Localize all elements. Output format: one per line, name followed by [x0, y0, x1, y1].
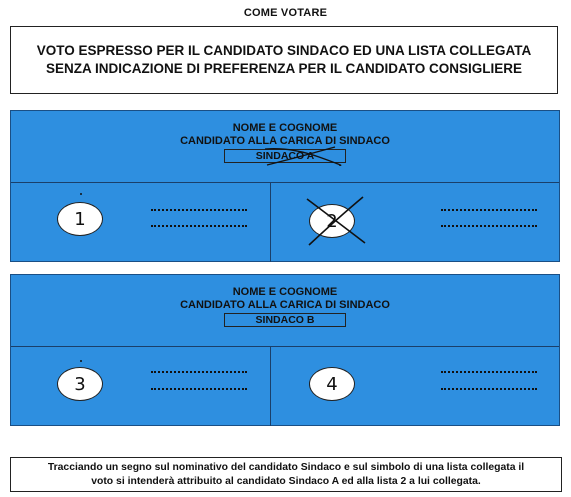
- preference-line: [441, 371, 537, 373]
- preference-line: [151, 371, 247, 373]
- candidate-name: SINDACO B: [255, 314, 315, 326]
- instruction-box: Tracciando un segno sul nominativo del c…: [10, 457, 562, 492]
- name-label: NOME E COGNOME: [232, 286, 338, 298]
- preference-line: [441, 209, 537, 211]
- dot-mark: [80, 360, 82, 362]
- list-number: 1: [74, 208, 86, 230]
- title-line-1: VOTO ESPRESSO PER IL CANDIDATO SINDACO E…: [36, 43, 532, 58]
- instruction-line-1: Tracciando un segno sul nominativo del c…: [47, 462, 525, 473]
- panel-divider-horizontal: [11, 346, 559, 347]
- list-number: 4: [326, 373, 338, 395]
- page-heading: COME VOTARE: [243, 7, 328, 19]
- panel-divider-horizontal: [11, 182, 559, 183]
- preference-line: [151, 388, 247, 390]
- panel-divider-vertical: [270, 346, 271, 426]
- preference-line: [151, 225, 247, 227]
- instruction-line-2: voto si intenderà attribuito al candidat…: [91, 476, 481, 487]
- list-cross-mark: [306, 196, 366, 246]
- panel-header: NOME E COGNOME CANDIDATO ALLA CARICA DI …: [11, 286, 559, 327]
- panel-divider-vertical: [270, 182, 271, 262]
- list-symbol-4[interactable]: 4: [309, 367, 355, 401]
- list-symbol-3[interactable]: 3: [57, 367, 103, 401]
- ballot-panel-sindaco-b: NOME E COGNOME CANDIDATO ALLA CARICA DI …: [10, 274, 560, 426]
- preference-line: [441, 225, 537, 227]
- title-box: VOTO ESPRESSO PER IL CANDIDATO SINDACO E…: [10, 26, 558, 94]
- list-symbol-1[interactable]: 1: [57, 202, 103, 236]
- title-line-2: SENZA INDICAZIONE DI PREFERENZA PER IL C…: [45, 61, 523, 76]
- role-label: CANDIDATO ALLA CARICA DI SINDACO: [180, 135, 390, 147]
- name-label: NOME E COGNOME: [232, 122, 338, 134]
- ballot-panel-sindaco-a: NOME E COGNOME CANDIDATO ALLA CARICA DI …: [10, 110, 560, 262]
- dot-mark: [80, 193, 82, 195]
- candidate-name-box[interactable]: SINDACO A: [224, 146, 346, 166]
- role-label: CANDIDATO ALLA CARICA DI SINDACO: [180, 299, 390, 311]
- list-number: 3: [74, 373, 86, 395]
- candidate-name-box[interactable]: SINDACO B: [224, 313, 346, 327]
- candidate-name: SINDACO A: [255, 150, 315, 162]
- candidate-cross-mark: [264, 146, 342, 166]
- preference-line: [441, 388, 537, 390]
- preference-line: [151, 209, 247, 211]
- list-number: 2: [326, 210, 338, 232]
- panel-header: NOME E COGNOME CANDIDATO ALLA CARICA DI …: [11, 122, 559, 166]
